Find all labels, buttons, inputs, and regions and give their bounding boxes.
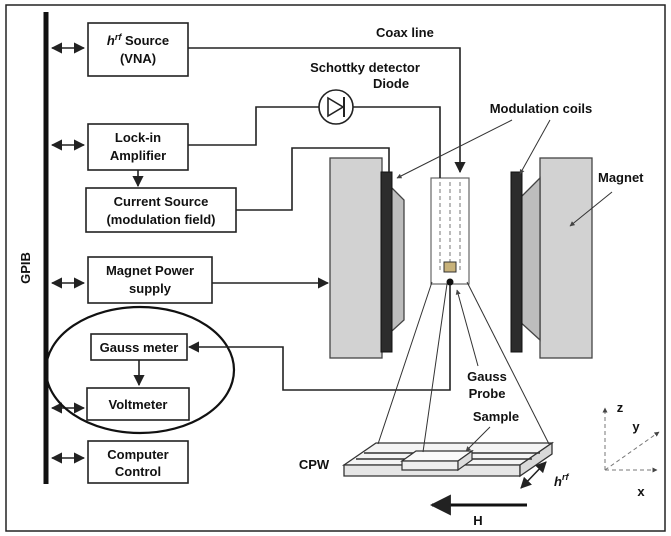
rf-source-title: Source: [121, 33, 169, 48]
svg-text:hrf: hrf: [554, 472, 569, 489]
modcoil-pointer-left: [396, 119, 513, 179]
magnet-power-line2: supply: [129, 281, 172, 296]
axis-y-label: y: [632, 419, 640, 434]
sample-block: [400, 449, 474, 472]
sample-label: Sample: [473, 409, 519, 424]
outer-frame: [5, 4, 666, 532]
axis-x-label: x: [637, 484, 645, 499]
hrf-superscript: rf: [562, 472, 570, 482]
gpib-label: GPIB: [18, 252, 33, 284]
projection-line-right: [466, 281, 550, 445]
gauss-probe-pointer: [455, 289, 479, 367]
computer-box: Computer Control: [87, 440, 189, 484]
projection-line-mid: [422, 283, 448, 453]
voltmeter-box: Voltmeter: [86, 387, 190, 421]
gauss-probe-tip: [446, 278, 454, 286]
hrf-arrow: [520, 461, 547, 489]
coax-line-label: Coax line: [376, 25, 434, 40]
axis-z-label: z: [617, 400, 624, 415]
schottky-diode-icon: [318, 89, 354, 125]
magnet-pointer: [569, 191, 613, 227]
current-source-line2: (modulation field): [106, 212, 215, 227]
sample-chip: [443, 261, 457, 273]
modulation-coils-label: Modulation coils: [490, 101, 593, 116]
coordinate-axes: [602, 407, 660, 473]
gaussmeter-box: Gauss meter: [90, 333, 188, 361]
current-source-box: Current Source (modulation field): [85, 187, 237, 233]
diode-to-lockin-wire: [188, 106, 319, 146]
rf-source-subtitle: (VNA): [120, 51, 156, 66]
diode-wire: [353, 106, 441, 178]
hrf-symbol: h: [554, 474, 562, 489]
magnet-power-line1: Magnet Power: [106, 263, 194, 278]
schottky-label-line1: Schottky detector: [310, 60, 420, 75]
lockin-line1: Lock-in: [115, 130, 161, 145]
coax-line: [188, 47, 466, 174]
rf-superscript: rf: [115, 32, 123, 42]
modulation-coil-right: [510, 171, 523, 353]
computer-line1: Computer: [107, 447, 168, 462]
current-source-line1: Current Source: [114, 194, 209, 209]
modulation-current-wire: [236, 147, 390, 211]
magnet-label: Magnet: [598, 170, 644, 185]
voltmeter-label: Voltmeter: [109, 397, 168, 412]
schottky-label-line2: Diode: [373, 76, 409, 91]
projection-line-left: [377, 281, 433, 445]
lockin-line2: Amplifier: [110, 148, 166, 163]
sample-pointer: [465, 426, 491, 452]
gauss-probe-label-line2: Probe: [469, 386, 506, 401]
lockin-box: Lock-in Amplifier: [87, 123, 189, 171]
instrument-group-ellipse: [44, 305, 236, 435]
rf-source-box: hrf Source (VNA): [87, 22, 189, 77]
modcoil-pointer-right: [519, 119, 551, 175]
cpw-label: CPW: [299, 457, 330, 472]
gauss-probe-wire: [187, 285, 451, 391]
gaussmeter-label: Gauss meter: [100, 340, 179, 355]
computer-line2: Control: [115, 464, 161, 479]
magnet-right: [517, 157, 593, 359]
magnet-left: [329, 157, 405, 359]
rf-symbol: h: [107, 33, 115, 48]
svg-text:hrf Source: hrf Source: [107, 32, 169, 48]
modulation-coil-left: [380, 171, 393, 353]
gauss-probe-label-line1: Gauss: [467, 369, 507, 384]
h-field-label: H: [473, 513, 482, 528]
bus-arrows: [50, 42, 86, 464]
magnet-power-box: Magnet Power supply: [87, 256, 213, 304]
